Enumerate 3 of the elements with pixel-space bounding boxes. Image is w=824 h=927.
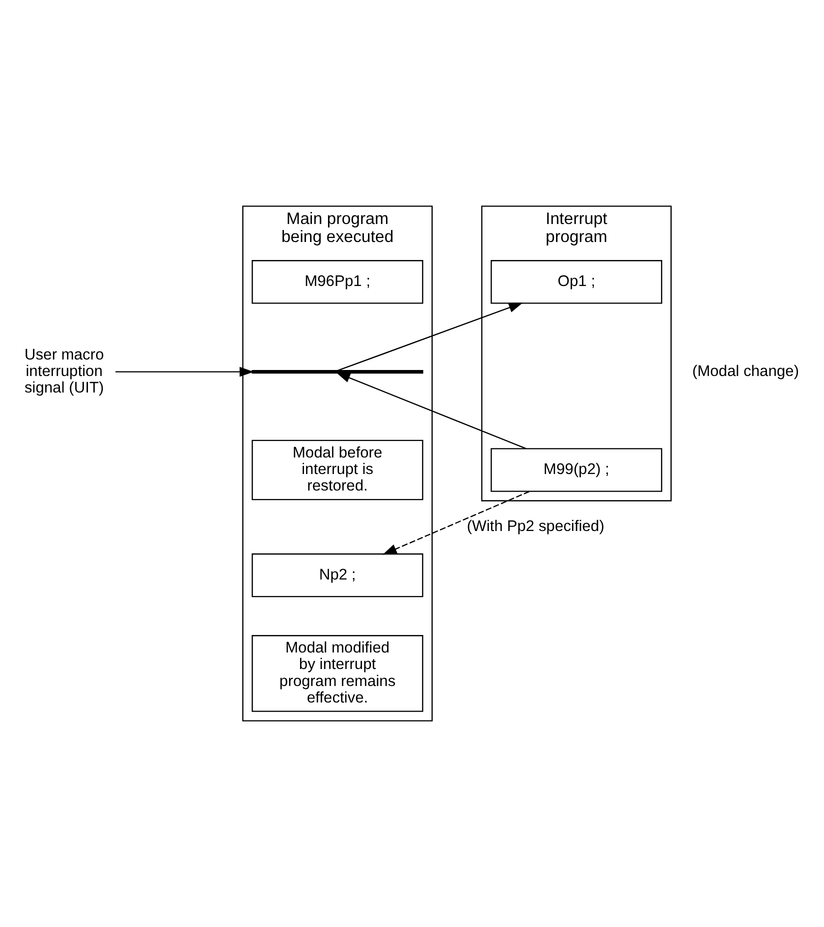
label: (Modal change) [692,362,799,380]
node-text: User macro interruption signal (UIT) [24,346,104,396]
edge-label: (With Pp2 specified) [466,518,604,535]
